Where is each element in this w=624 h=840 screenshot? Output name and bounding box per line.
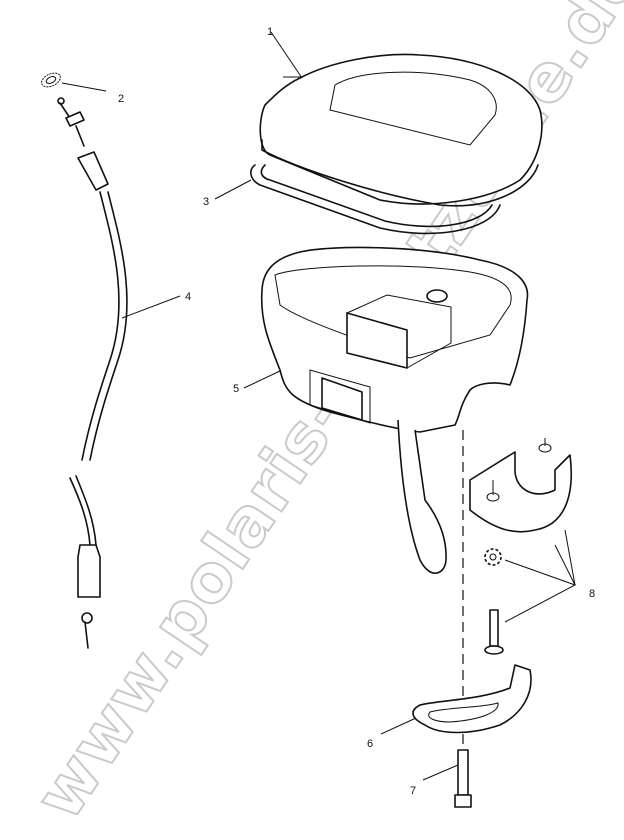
washer-part bbox=[41, 72, 107, 92]
callout-2: 2 bbox=[118, 93, 125, 105]
retainer-plate-part bbox=[380, 664, 532, 735]
bolt-part bbox=[422, 749, 472, 808]
throttle-cable-part bbox=[57, 97, 181, 649]
callout-4: 4 bbox=[185, 291, 192, 303]
callout-6: 6 bbox=[367, 738, 374, 750]
callout-1: 1 bbox=[267, 26, 274, 38]
callout-8: 8 bbox=[589, 588, 596, 600]
callout-5: 5 bbox=[233, 383, 240, 395]
housing-cover-part bbox=[259, 31, 543, 207]
throttle-housing-part bbox=[243, 246, 529, 574]
clamp-part bbox=[469, 438, 577, 655]
callout-7: 7 bbox=[410, 785, 417, 797]
callout-3: 3 bbox=[203, 196, 210, 208]
gasket-part bbox=[214, 164, 501, 235]
